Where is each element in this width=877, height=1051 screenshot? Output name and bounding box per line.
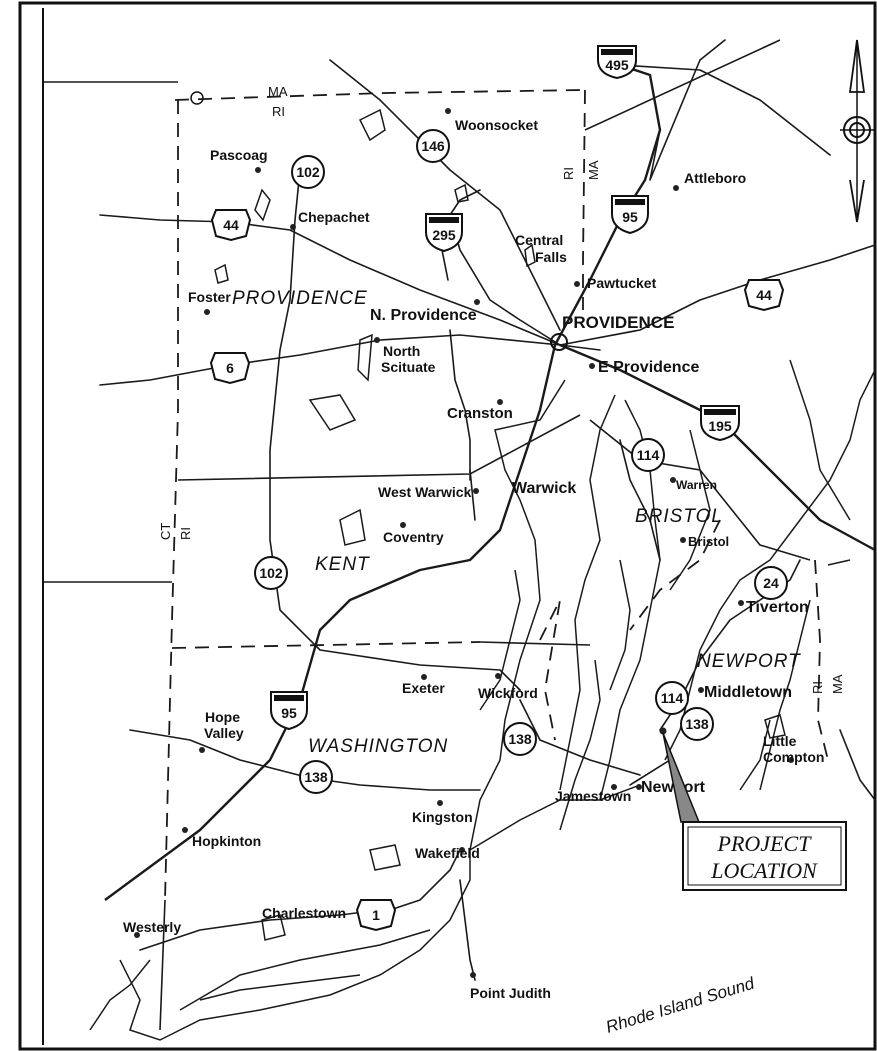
state-label-ri-east: RI <box>561 167 576 180</box>
town-label-warwick: Warwick <box>512 480 576 497</box>
town-label-providence: PROVIDENCE <box>562 313 674 332</box>
us44-west-shield-icon: 44 <box>210 209 252 242</box>
state-route-markers: 146 102 102 114 114 138 24 138 138 <box>254 129 788 794</box>
i195-label: 195 <box>708 418 732 434</box>
town-label-point-judith: Point Judith <box>470 985 551 1001</box>
state-label-ri-top: RI <box>272 104 285 119</box>
town-label-tiverton: Tiverton <box>746 599 809 616</box>
town-label-foster: Foster <box>188 289 231 305</box>
town-label-falls: Falls <box>535 249 567 265</box>
i95-north-label: 95 <box>622 209 638 225</box>
town-label-coventry: Coventry <box>383 529 444 545</box>
us1-shield-icon: 1 <box>355 899 397 932</box>
i295-shield-icon: 295 <box>425 213 463 253</box>
i495-shield-icon: 495 <box>597 45 637 80</box>
i295-label: 295 <box>432 227 456 243</box>
county-label-washington: WASHINGTON <box>308 736 448 757</box>
state-label-ma-east: MA <box>586 160 601 180</box>
us1-label: 1 <box>372 907 380 923</box>
town-label-bristol: Bristol <box>688 534 729 549</box>
project-location-callout: PROJECT LOCATION <box>662 732 847 891</box>
us6-label: 6 <box>226 360 234 376</box>
town-label-hope: Hope <box>205 709 240 725</box>
town-label-n-providence: N. Providence <box>370 307 477 324</box>
town-label-north: North <box>383 343 420 359</box>
town-label-warren: Warren <box>676 478 717 492</box>
town-label-woonsocket: Woonsocket <box>455 117 538 133</box>
i95-north-shield-icon: 95 <box>611 195 649 235</box>
state-label-ri-west: RI <box>178 527 193 540</box>
interstate-shields: 495 295 95 195 95 <box>270 45 740 731</box>
route-114-north-label: 114 <box>637 447 660 463</box>
town-label-chepachet: Chepachet <box>298 209 370 225</box>
town-markers <box>134 108 794 978</box>
state-boundaries <box>44 39 851 1031</box>
route-24-icon: 24 <box>754 566 788 600</box>
town-label-pascoag: Pascoag <box>210 147 268 163</box>
route-24-label: 24 <box>763 575 779 591</box>
route-138-mid-icon: 138 <box>503 722 537 756</box>
town-label-middletown: Middletown <box>704 684 792 701</box>
state-label-ct: CT <box>158 523 173 540</box>
state-label-ri-se: RI <box>810 681 825 694</box>
town-label-exeter: Exeter <box>402 680 445 696</box>
route-114-south-icon: 114 <box>655 681 689 715</box>
us44-west-label: 44 <box>223 217 239 233</box>
town-label-wakefield: Wakefield <box>415 845 480 861</box>
town-label-cranston: Cranston <box>447 405 513 422</box>
i95-south-shield-icon: 95 <box>270 691 308 731</box>
town-label-wickford: Wickford <box>478 685 538 701</box>
county-label-kent: KENT <box>315 554 370 575</box>
town-label-hopkinton: Hopkinton <box>192 833 261 849</box>
us44-east-label: 44 <box>756 287 772 303</box>
route-146-label: 146 <box>421 138 445 154</box>
i495-label: 495 <box>605 57 629 73</box>
route-114-south-label: 114 <box>661 690 684 706</box>
state-label-ma-se: MA <box>830 674 845 694</box>
town-label-little: Little <box>763 733 797 749</box>
route-102-south-icon: 102 <box>254 556 288 590</box>
route-102-north-label: 102 <box>296 164 320 180</box>
route-102-north-icon: 102 <box>291 155 325 189</box>
town-label-charlestown: Charlestown <box>262 905 346 921</box>
town-label-westerly: Westerly <box>123 919 181 935</box>
town-label-pawtucket: Pawtucket <box>587 275 657 291</box>
county-label-providence: PROVIDENCE <box>232 288 368 309</box>
town-label-attleboro: Attleboro <box>684 170 746 186</box>
route-102-south-label: 102 <box>259 565 283 581</box>
callout-line2: LOCATION <box>710 858 818 883</box>
town-label-kingston: Kingston <box>412 809 473 825</box>
town-label-jamestown: Jamestown <box>555 788 631 804</box>
i195-shield-icon: 195 <box>700 405 740 442</box>
route-114-north-icon: 114 <box>631 438 665 472</box>
state-label-ma-top: MA <box>268 84 288 99</box>
town-label-scituate: Scituate <box>381 359 436 375</box>
providence-capital-icon <box>550 333 568 351</box>
callout-line1: PROJECT <box>717 831 813 856</box>
town-label-e-providence: E Providence <box>598 359 699 376</box>
town-label-valley: Valley <box>204 725 244 741</box>
route-138-mid-label: 138 <box>508 731 532 747</box>
us6-shield-icon: 6 <box>209 352 251 385</box>
town-label-compton: Compton <box>763 749 824 765</box>
route-138-west-icon: 138 <box>299 760 333 794</box>
town-label-west-warwick: West Warwick <box>378 484 472 500</box>
map-frame <box>18 1 877 1051</box>
county-label-bristol: BRISTOL <box>635 506 723 527</box>
us-route-shields: 44 44 6 1 <box>209 209 785 932</box>
route-138-east-icon: 138 <box>680 707 714 741</box>
town-label-central: Central <box>515 232 563 248</box>
route-146-icon: 146 <box>416 129 450 163</box>
route-138-east-label: 138 <box>685 716 709 732</box>
north-arrow-icon <box>840 39 874 223</box>
county-label-newport: NEWPORT <box>697 651 801 672</box>
route-138-west-label: 138 <box>304 769 328 785</box>
us44-east-shield-icon: 44 <box>743 279 785 312</box>
i95-south-label: 95 <box>281 705 297 721</box>
